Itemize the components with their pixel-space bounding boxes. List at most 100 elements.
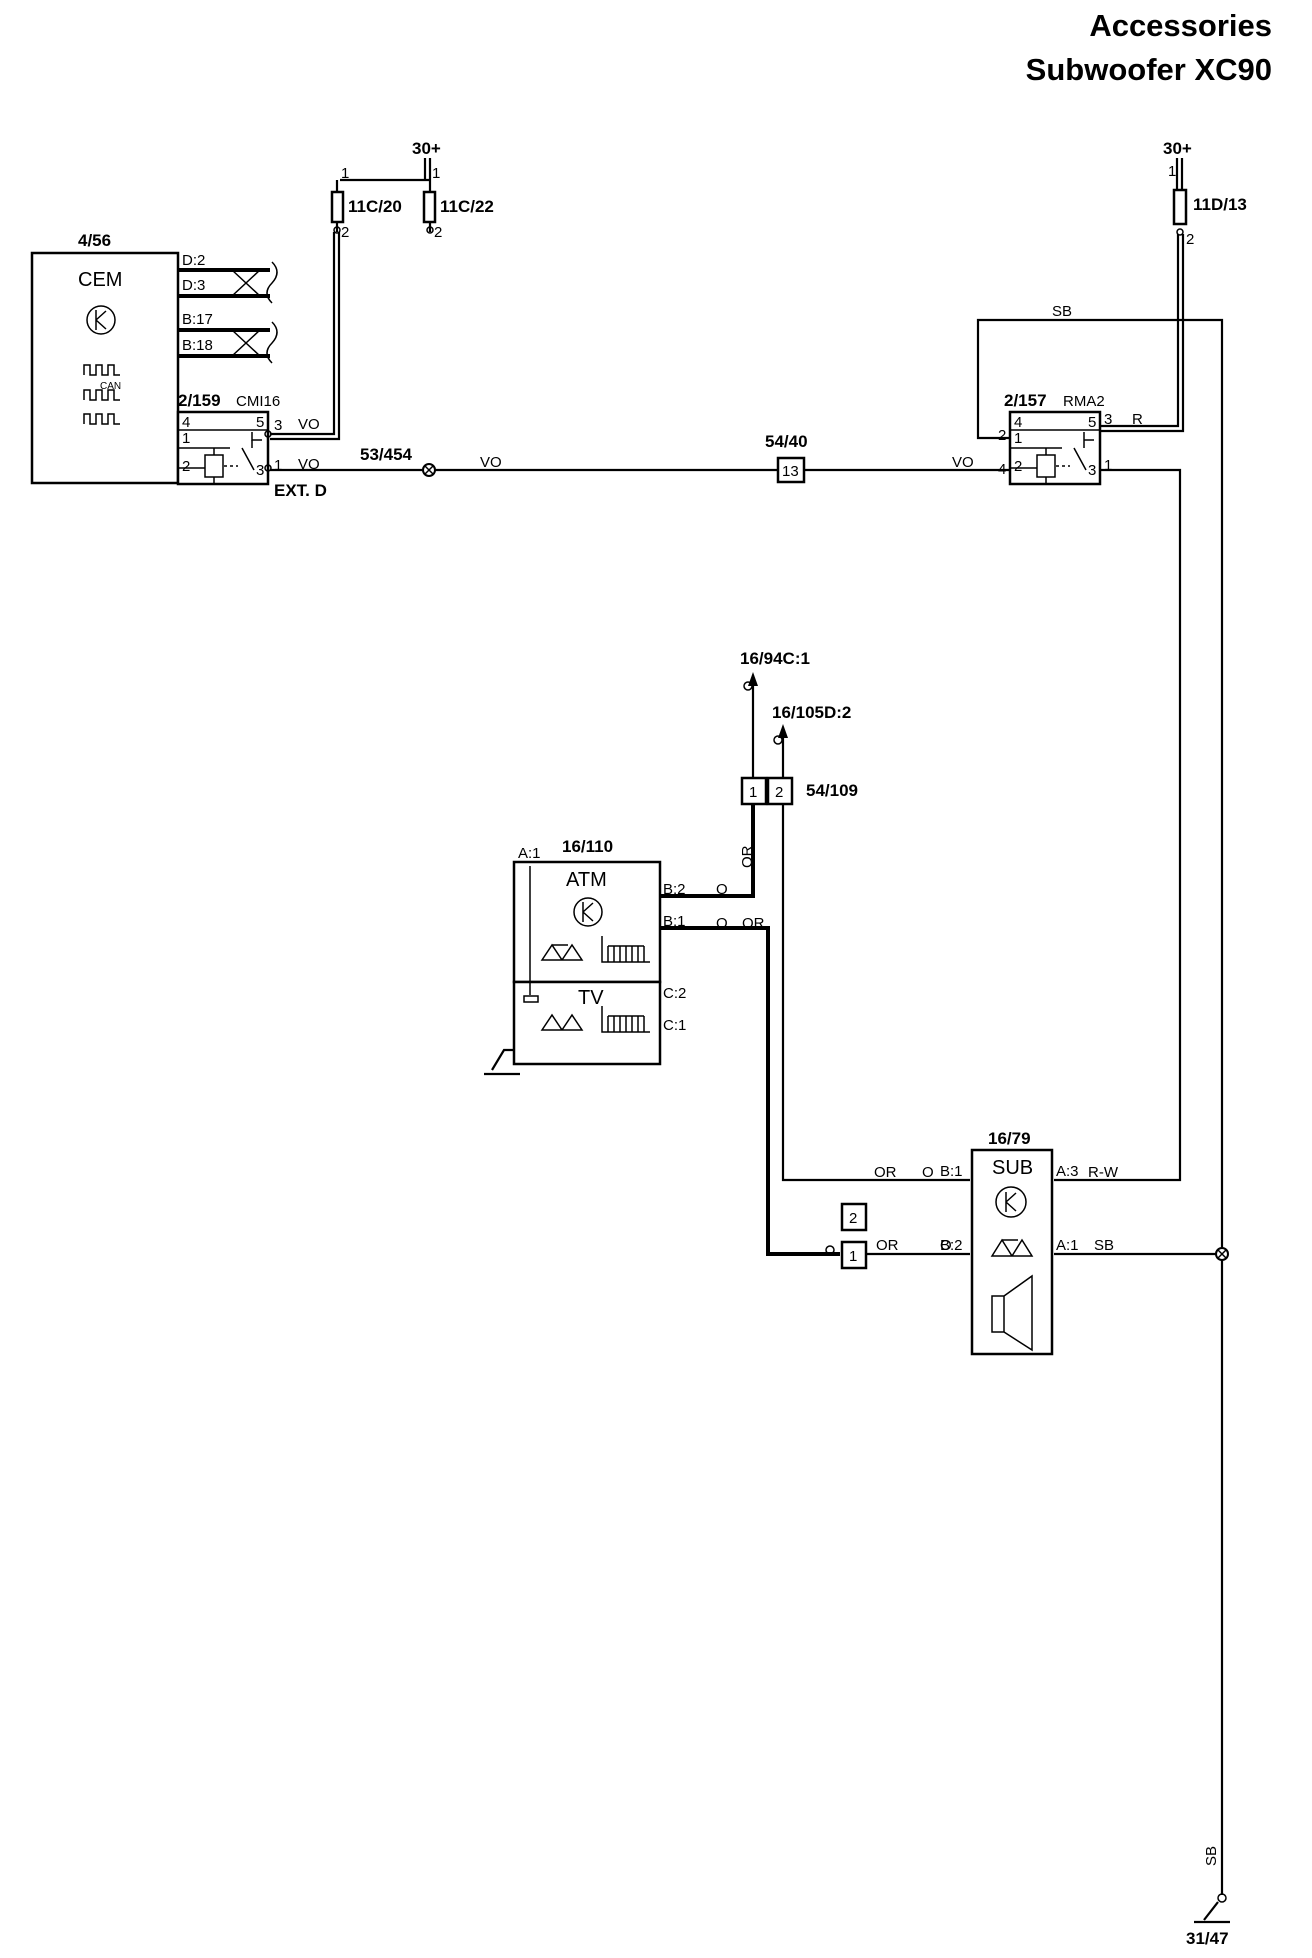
relay-2-157-name: RMA2 xyxy=(1063,393,1105,410)
relay-pin-label: 3 xyxy=(1088,462,1096,479)
wire-color-label: OR xyxy=(739,845,756,868)
pin-b1-label: B:1 xyxy=(663,913,686,930)
relay-pin-label: 1 xyxy=(182,430,190,447)
connector-pin-13: 13 xyxy=(782,463,799,480)
pin-b2-label: B:2 xyxy=(940,1237,963,1254)
fuse-pin-label: 2 xyxy=(341,224,349,241)
connector-54-109-label: 54/109 xyxy=(806,781,858,800)
connector-54-40: 54/40 13 xyxy=(765,432,808,484)
wire-color-label: O xyxy=(716,915,728,932)
control-unit-icon xyxy=(573,897,603,927)
or-wire-b1-atm xyxy=(660,926,840,1256)
connector-54-40-label: 54/40 xyxy=(765,432,808,451)
cem-module: 4/56 CEM CAN D:2 D:3 B:17 B:18 xyxy=(30,231,278,485)
cem-id-label: 4/56 xyxy=(78,231,111,250)
relay-out-pin: 1 xyxy=(274,457,282,474)
wire-color-label: O xyxy=(716,881,728,898)
can-signal-icon: CAN xyxy=(83,364,121,425)
fuse-11c22 xyxy=(422,190,437,224)
ground-31-47: 31/47 xyxy=(1186,1893,1230,1948)
fuse-11c20-label: 11C/20 xyxy=(348,197,402,216)
wire-color-label: O xyxy=(922,1164,934,1181)
wire-color-label: SB xyxy=(1052,303,1072,320)
connector-pin-1: 1 xyxy=(749,784,757,801)
ext-d-label: EXT. D xyxy=(274,481,327,500)
sub-name: SUB xyxy=(992,1157,1033,1179)
ref-16-105d2-label: 16/105D:2 xyxy=(772,703,851,722)
pin-b18-label: B:18 xyxy=(182,337,213,354)
fuse-group-11c: 30+ 1 1 2 2 11C/20 11C/22 xyxy=(330,139,494,241)
diode-icon xyxy=(540,943,584,1031)
relay-2-157-id: 2/157 xyxy=(1004,391,1047,410)
relay-2-159: 2/159 CMI16 4 1 2 5 3 3 1 VO VO EXT. D xyxy=(176,391,327,500)
ref-16-105d2: 16/105D:2 xyxy=(772,703,851,780)
pin-a1-label: A:1 xyxy=(1056,1237,1079,1254)
relay-pin-label: 2 xyxy=(182,458,190,475)
can-label: CAN xyxy=(100,381,121,392)
relay-pin-label: 3 xyxy=(256,462,264,479)
fuse-11c20 xyxy=(330,190,345,224)
connector-pin-2: 2 xyxy=(849,1210,857,1227)
splice-53-454-label: 53/454 xyxy=(360,445,413,464)
or-wire-b1-sub xyxy=(781,804,970,1182)
splice-ground xyxy=(1215,1247,1229,1261)
relay-pin-label: 1 xyxy=(1014,430,1022,447)
pin-d2-label: D:2 xyxy=(182,252,205,269)
relay-pin-label: 5 xyxy=(256,414,264,431)
diode-icon xyxy=(990,1238,1034,1257)
pin-a1-label: A:1 xyxy=(518,845,541,862)
wire-color-label: VO xyxy=(952,454,974,471)
speaker-icon xyxy=(991,1274,1033,1352)
wire-color-label: VO xyxy=(298,416,320,433)
amplifier-bars-icon xyxy=(601,936,650,1033)
wire-color-label: OR xyxy=(874,1164,897,1181)
fuse-pin-label: 2 xyxy=(434,224,442,241)
wire-color-label: O xyxy=(940,1237,952,1254)
supply-30-left-label: 30+ xyxy=(412,139,441,158)
wire-color-label: OR xyxy=(876,1237,899,1254)
pin-b17-label: B:17 xyxy=(182,311,213,328)
wire-color-label: R-W xyxy=(1088,1164,1119,1181)
wire-color-label: VO xyxy=(480,454,502,471)
relay-out-pin: 1 xyxy=(1104,457,1112,474)
cem-box xyxy=(30,251,180,485)
connector-pin-1: 1 xyxy=(849,1248,857,1265)
relay-in-pin: 4 xyxy=(998,461,1006,478)
fuse-11d13: 30+ 1 11D/13 2 xyxy=(1163,139,1247,248)
connector-pin-2: 2 xyxy=(775,784,783,801)
relay-pin-label: 4 xyxy=(182,414,190,431)
connector-54-109: 1 2 54/109 xyxy=(740,776,858,806)
relay-pin-label: 4 xyxy=(1014,414,1022,431)
wire-color-label: R xyxy=(1132,411,1143,428)
relay-pin-label: 2 xyxy=(1014,458,1022,475)
page-subtitle: Subwoofer XC90 xyxy=(1025,52,1272,87)
rw-wire xyxy=(1054,468,1182,1182)
fuse-11d13-label: 11D/13 xyxy=(1193,195,1247,214)
fuse-11c22-label: 11C/22 xyxy=(440,197,494,216)
or-wire-b2 xyxy=(660,804,755,898)
fuse-pin-label: 1 xyxy=(341,165,349,182)
pin-b2-label: B:2 xyxy=(663,881,686,898)
can-bus-wires: D:2 D:3 B:17 B:18 xyxy=(178,252,278,364)
relay-out-pin: 3 xyxy=(1104,411,1112,428)
control-unit-icon xyxy=(86,305,116,335)
pin-b1-label: B:1 xyxy=(940,1163,963,1180)
wire-color-label: VO xyxy=(298,456,320,473)
tv-name: TV xyxy=(578,987,604,1009)
fuse-pin-label: 1 xyxy=(432,165,440,182)
relay-2-157: 2/157 RMA2 4 1 2 5 3 2 4 3 1 R xyxy=(998,391,1143,486)
pin-c2-label: C:2 xyxy=(663,985,686,1002)
pin-a3-label: A:3 xyxy=(1056,1163,1079,1180)
relay-out-pin: 3 xyxy=(274,417,282,434)
cem-name: CEM xyxy=(78,269,122,291)
ref-16-94c1-label: 16/94C:1 xyxy=(740,649,810,668)
ref-16-94c1: 16/94C:1 xyxy=(740,649,810,780)
fuse-pin-label: 1 xyxy=(1168,163,1176,180)
ground-label: 31/47 xyxy=(1186,1929,1229,1948)
wire-color-label: OR xyxy=(742,915,765,932)
atm-tv-module: 16/110 A:1 ATM TV B:2 B:1 C:2 C:1 xyxy=(484,837,686,1076)
pin-c1-label: C:1 xyxy=(663,1017,686,1034)
pin-d3-label: D:3 xyxy=(182,277,205,294)
wire-color-label: SB xyxy=(1203,1846,1220,1866)
